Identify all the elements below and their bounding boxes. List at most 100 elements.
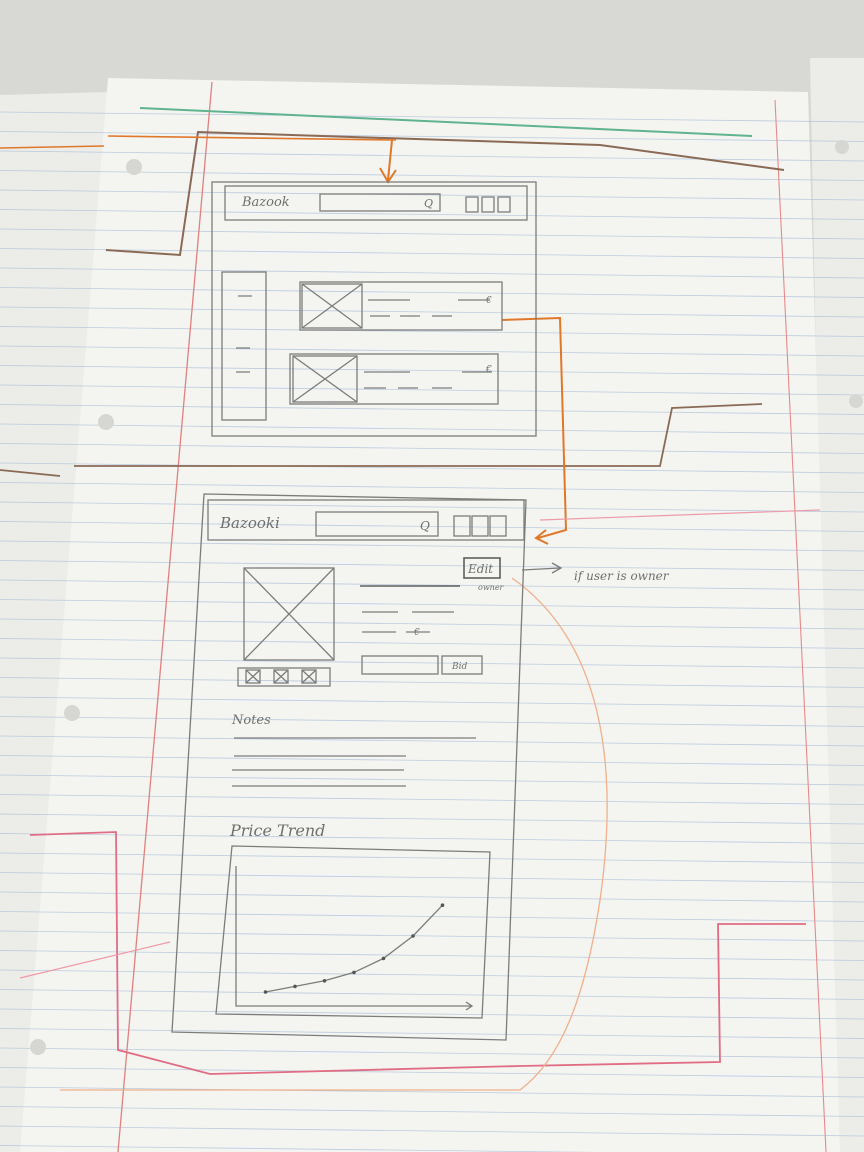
thumbnail-strip: [237, 667, 331, 687]
price-trend-point: [440, 903, 445, 907]
page-margin-line: [117, 81, 213, 1152]
pink-pencil-frame: [29, 831, 806, 1075]
header-square-icon-3[interactable]: [489, 515, 507, 537]
search-icon: Q: [420, 519, 430, 533]
right-background-page: [810, 58, 864, 1152]
edit-button[interactable]: [463, 557, 501, 579]
listing-search-input[interactable]: [319, 193, 441, 212]
ruled-line: [0, 111, 864, 123]
ruled-line: [0, 872, 864, 883]
chart-heading: Price Trend: [229, 821, 325, 840]
orange-pencil-stroke-top: [0, 135, 397, 149]
page-right-margin-line: [774, 99, 827, 1152]
list-item[interactable]: [299, 281, 503, 331]
list-item-price: €: [485, 296, 492, 306]
search-icon: Q: [424, 197, 433, 210]
price-trend-chart-frame: [215, 845, 491, 1019]
price-trend-point: [381, 956, 386, 961]
orange-connector-arrow: [501, 316, 568, 545]
header-square-icon-2[interactable]: [471, 515, 489, 537]
sketch-listing-page: Bazook Q € €: [211, 181, 537, 437]
edit-button-label: Edit: [467, 562, 493, 576]
ruled-line: [0, 501, 864, 513]
ruled-line: [0, 969, 864, 981]
bid-button-label: Bid: [451, 662, 467, 672]
bid-amount-input[interactable]: [361, 655, 439, 675]
header-square-icon-1[interactable]: [465, 196, 479, 213]
price-trend-point: [263, 990, 268, 994]
thumbnail-3[interactable]: [301, 669, 317, 684]
price-trend-point: [322, 979, 327, 983]
bid-button[interactable]: [441, 655, 483, 675]
green-pencil-stroke: [139, 107, 753, 137]
ruled-line: [0, 1067, 864, 1078]
price-trend-point: [293, 984, 297, 989]
ruled-line: [0, 209, 864, 220]
sidebar-item-lines: [236, 295, 252, 373]
ruled-line: [0, 170, 864, 181]
product-price: €: [413, 628, 420, 638]
ruled-line: [0, 638, 864, 649]
ruled-line: [0, 891, 864, 903]
ruled-line: [0, 540, 864, 552]
image-placeholder-icon: [301, 283, 363, 329]
price-trend-chart: [235, 866, 474, 1011]
header-square-icon-3[interactable]: [497, 196, 511, 213]
listing-header: [224, 185, 528, 221]
ruled-line: [0, 1106, 864, 1117]
ruled-line: [0, 423, 864, 435]
header-square-icon-1[interactable]: [453, 515, 471, 537]
image-placeholder-icon: [243, 567, 335, 661]
detail-search-input[interactable]: [315, 511, 439, 537]
ruled-line: [0, 618, 864, 630]
ruled-line: [0, 657, 864, 669]
listing-brand-label: Bazook: [241, 195, 290, 210]
ruled-line: [0, 189, 864, 201]
ruled-line: [0, 306, 864, 318]
ruled-line: [0, 755, 864, 766]
ruled-line: [0, 560, 864, 571]
ruled-lines: [0, 111, 864, 1152]
list-item-price: €: [485, 365, 492, 375]
ruled-line: [0, 404, 864, 415]
orange-loop-stroke: [60, 577, 608, 1091]
list-item[interactable]: [289, 353, 499, 405]
ruled-line: [0, 228, 864, 240]
brown-pencil-frame-bottom: [0, 403, 763, 477]
pink-pencil-stroke: [19, 509, 821, 979]
ruled-line: [0, 950, 864, 961]
brown-pencil-frame-top: [105, 130, 785, 257]
ruled-line: [0, 365, 864, 376]
ruled-line: [0, 1125, 864, 1137]
image-placeholder-icon: [292, 355, 358, 403]
header-square-icon-2[interactable]: [481, 196, 495, 213]
ruled-line: [0, 384, 864, 396]
price-trend-point: [411, 934, 415, 938]
ruled-line: [0, 150, 864, 162]
thumbnail-1[interactable]: [245, 669, 261, 684]
ruled-line: [0, 989, 864, 1000]
ruled-line: [0, 833, 864, 844]
listing-sidebar: [221, 271, 267, 421]
ruled-line: [0, 443, 864, 454]
ruled-line: [0, 482, 864, 493]
edit-annotation: if user is owner: [574, 569, 670, 583]
thumbnail-2[interactable]: [273, 669, 289, 684]
sketch-detail-page: Bazooki Q € Edit owner if user is owner …: [171, 493, 670, 1041]
price-trend-point: [352, 970, 356, 975]
chart-axes: [235, 866, 474, 1011]
ruled-line: [0, 930, 864, 942]
notes-lines: [232, 737, 476, 787]
edit-caption: owner: [478, 583, 505, 592]
ruled-line: [0, 521, 864, 532]
ruled-line: [0, 1086, 864, 1098]
ruled-line: [0, 462, 864, 474]
detail-brand-label: Bazooki: [219, 514, 280, 532]
ruled-line: [0, 326, 864, 337]
ruled-line: [0, 735, 864, 747]
ruled-line: [0, 287, 864, 298]
notes-heading: Notes: [231, 713, 271, 728]
ruled-line: [0, 131, 864, 142]
ruled-line: [0, 345, 864, 357]
